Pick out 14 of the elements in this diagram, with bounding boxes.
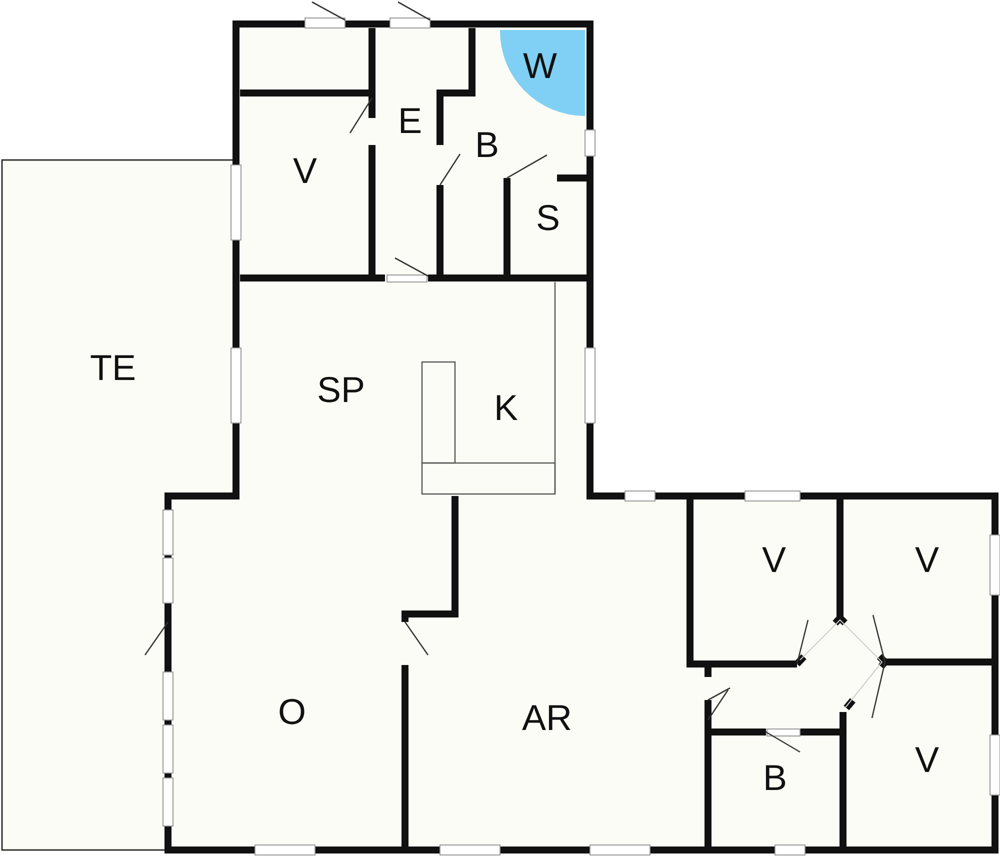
room-label: S: [536, 200, 560, 236]
room-label: V: [293, 153, 317, 189]
room-label: V: [915, 742, 939, 778]
room-label: SP: [316, 372, 366, 408]
room-label: O: [278, 694, 306, 730]
room-label: V: [915, 542, 939, 578]
room-label: W: [523, 48, 557, 84]
room-label: AR: [522, 700, 572, 736]
room-label: K: [494, 390, 518, 426]
room-label: V: [762, 542, 786, 578]
room-label: B: [763, 760, 787, 796]
room-label: TE: [90, 350, 136, 386]
room-label: B: [475, 127, 499, 163]
room-label: E: [398, 103, 422, 139]
